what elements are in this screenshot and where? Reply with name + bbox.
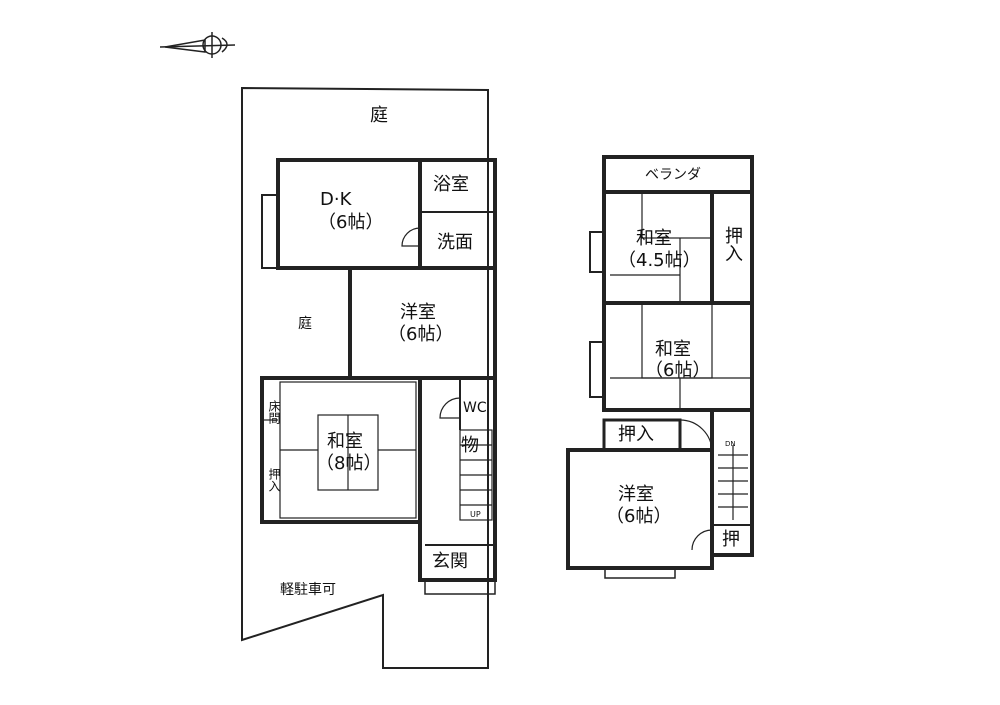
stairs-down-label: DN [725,440,736,448]
japanese-room-small-size: （4.5帖） [618,250,701,271]
bath-label: 浴室 [433,174,469,195]
japanese-room-small-name: 和室 [636,228,672,249]
veranda-label: ベランダ [645,167,701,183]
wc-label: WC [463,400,487,416]
japanese-room-size-2f: （6帖） [645,360,711,381]
stairs-first-floor [459,429,493,521]
closet-mid-label: 押入 [618,424,654,445]
japanese-room-size: （8帖） [316,453,382,474]
parking-label: 軽駐車可 [280,582,336,598]
garden-side-label: 庭 [298,316,312,332]
closet-label: 押入 [267,468,281,492]
western-room-size: （6帖） [388,324,454,345]
stairs-second-floor [718,445,748,520]
western-room-size-2f: （6帖） [606,506,672,527]
closet-right-label: 押入 [722,226,743,262]
japanese-room-name: 和室 [327,431,363,452]
closet-small-label: 押 [722,529,740,550]
dk-name: D·K [320,189,352,210]
entrance-label: 玄関 [432,551,468,572]
tokonoma-label: 床間 [267,400,281,424]
japanese-room-name-2f: 和室 [655,339,691,360]
dk-size: （6帖） [318,212,384,233]
compass-icon [159,32,236,58]
tatami-lines-2f [610,191,752,410]
first-floor-walls [260,158,497,595]
door-swings [401,227,713,551]
western-room-name-2f: 洋室 [618,484,654,505]
garden-top-label: 庭 [370,105,388,126]
storage-label: 物 [461,435,479,456]
stairs-up-label: UP [470,510,481,519]
western-room-name: 洋室 [400,302,436,323]
tatami-lines [262,381,417,519]
washroom-label: 洗面 [437,232,473,253]
